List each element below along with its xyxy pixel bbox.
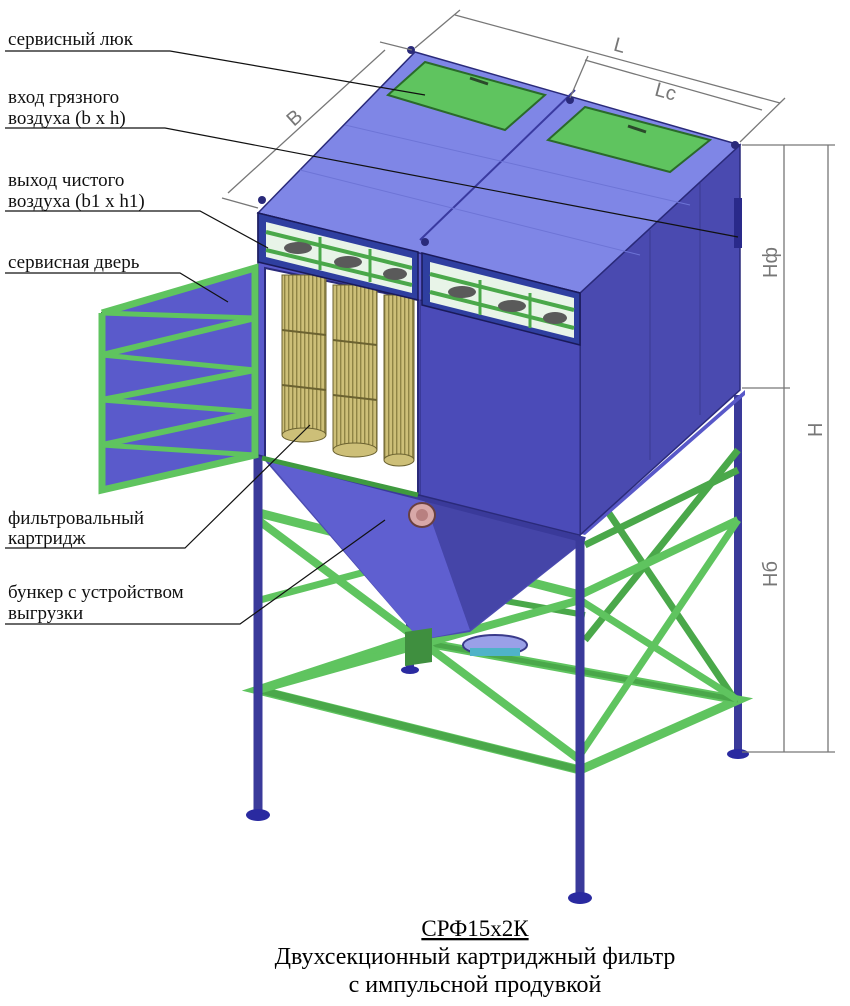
- label-filter-cartridge-2: картридж: [8, 528, 86, 549]
- callout-labels: сервисный люк вход грязного воздуха (b x…: [8, 29, 184, 624]
- label-clean-air-outlet-2: воздуха (b1 x h1): [8, 191, 145, 212]
- dim-H: H: [805, 423, 827, 437]
- dim-L: L: [611, 34, 627, 58]
- dimension-lines: [221, 9, 835, 753]
- label-service-door: сервисная дверь: [8, 252, 140, 273]
- label-hopper-2: выгрузки: [8, 603, 83, 624]
- service-hatches: [258, 46, 739, 246]
- dim-Lc: Lc: [652, 79, 678, 106]
- label-service-hatch: сервисный люк: [8, 29, 134, 50]
- caption-line1: Двухсекционный картриджный фильтр: [275, 944, 676, 970]
- caption-model: СРФ15х2К: [421, 916, 529, 941]
- hopper: [255, 390, 745, 666]
- label-dirty-air-inlet-1: вход грязного: [8, 87, 119, 108]
- dim-Hb: Hб: [760, 561, 782, 587]
- dim-Hf: Hф: [760, 247, 782, 278]
- label-dirty-air-inlet-2: воздуха (b x h): [8, 108, 126, 129]
- label-filter-cartridge-1: фильтровальный: [8, 508, 144, 529]
- caption: СРФ15х2К Двухсекционный картриджный филь…: [275, 916, 676, 998]
- housing: [256, 51, 742, 537]
- label-hopper-1: бункер с устройством: [8, 582, 184, 603]
- dimension-labels: L Lc B Hф H Hб: [282, 34, 827, 587]
- label-clean-air-outlet-1: выход чистого: [8, 170, 124, 191]
- leader-lines: [5, 50, 739, 625]
- service-door: [98, 263, 259, 495]
- caption-line2: с импульсной продувкой: [349, 972, 602, 998]
- filter-cartridges: [281, 274, 415, 467]
- dim-B: B: [282, 106, 307, 131]
